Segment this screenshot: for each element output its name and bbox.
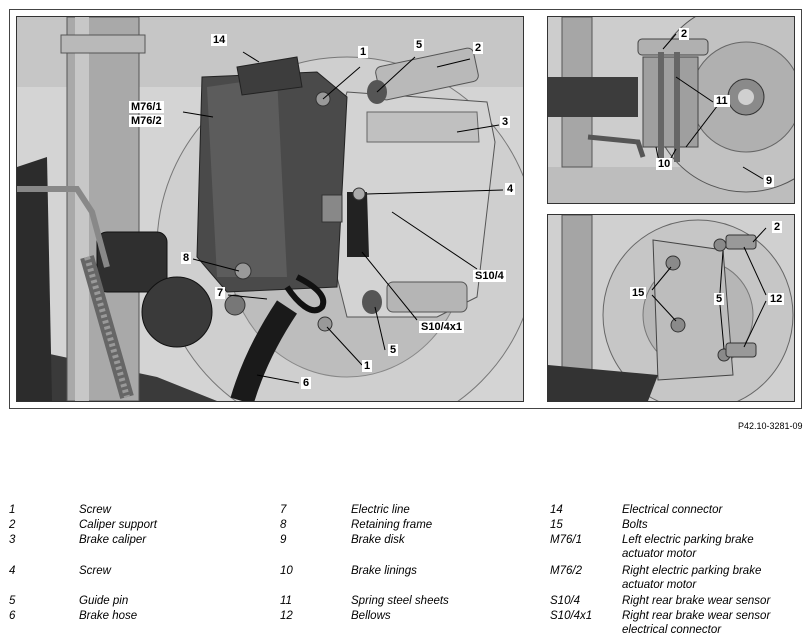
- legend-label: Screw: [79, 504, 111, 516]
- callout-br-15: 15: [630, 287, 647, 299]
- legend-code: 8: [280, 519, 287, 531]
- callout-main-14: 14: [211, 34, 228, 46]
- legend-label: Right rear brake wear sensor: [622, 595, 771, 607]
- legend-code: S10/4: [550, 595, 581, 607]
- legend-label: Bolts: [622, 519, 648, 531]
- legend-code: 5: [9, 595, 16, 607]
- legend-entry: 3 Brake caliper: [9, 533, 269, 563]
- legend-code: 7: [280, 504, 287, 516]
- legend-column-1: 1 Screw 2 Caliper support 3 Brake calipe…: [9, 503, 269, 633]
- legend-code: M76/2: [550, 565, 582, 577]
- figure-reference: P42.10-3281-09: [738, 421, 803, 431]
- legend-entry: 7 Electric line: [280, 503, 540, 533]
- callout-main-1-top: 1: [358, 46, 369, 58]
- legend-label: Electrical connector: [622, 504, 723, 516]
- legend-label: Brake disk: [351, 534, 405, 546]
- legend-entry: 8 Retaining frame: [280, 518, 540, 548]
- top-right-illustration: [548, 17, 794, 203]
- legend-label: Brake caliper: [79, 534, 147, 546]
- legend-entry: 11 Spring steel sheets: [280, 594, 540, 624]
- legend-label: Brake linings: [351, 565, 417, 577]
- legend-entry: 9 Brake disk: [280, 533, 540, 563]
- callout-main-s10-4x1: S10/4x1: [419, 321, 464, 333]
- callout-br-12: 12: [768, 293, 785, 305]
- legend-entry: 6 Brake hose: [9, 609, 269, 639]
- legend-label: Brake hose: [79, 610, 138, 622]
- legend-entry: 10 Brake linings: [280, 564, 540, 594]
- callout-main-s10-4: S10/4: [473, 270, 506, 282]
- main-illustration-panel: 14 1 5 2 M76/1 M76/2 3 4 S10/4 8 7 S10/4…: [16, 16, 524, 402]
- callout-main-m76-2: M76/2: [129, 115, 164, 127]
- legend-code: 6: [9, 610, 16, 622]
- legend-code: 4: [9, 565, 16, 577]
- legend-code: 3: [9, 534, 16, 546]
- legend-label: Guide pin: [79, 595, 129, 607]
- legend-code: 11: [280, 595, 292, 607]
- legend-code: M76/1: [550, 534, 582, 546]
- legend-label: Caliper support: [79, 519, 157, 531]
- legend-entry: 2 Caliper support: [9, 518, 269, 548]
- legend-column-2: 7 Electric line 8 Retaining frame 9 Brak…: [280, 503, 540, 633]
- legend-entry: M76/2 Right electric parking brake actua…: [550, 564, 810, 594]
- legend-code: 1: [9, 504, 16, 516]
- callout-br-2: 2: [772, 221, 783, 233]
- legend-label: Retaining frame: [351, 519, 433, 531]
- legend-label: Bellows: [351, 610, 391, 622]
- callout-main-6: 6: [301, 377, 312, 389]
- legend-entry: M76/1 Left electric parking brake actuat…: [550, 533, 810, 563]
- callout-tr-11: 11: [714, 95, 730, 107]
- callout-main-1-bottom: 1: [362, 360, 373, 372]
- legend-entry: 1 Screw: [9, 503, 269, 533]
- callout-tr-10: 10: [656, 158, 673, 170]
- legend-label: Spring steel sheets: [351, 595, 449, 607]
- legend-entry: 12 Bellows: [280, 609, 540, 639]
- legend-code: 10: [280, 565, 293, 577]
- callout-main-8: 8: [181, 252, 192, 264]
- legend-code: 15: [550, 519, 563, 531]
- callout-main-m76-1: M76/1: [129, 101, 164, 113]
- legend-label: Screw: [79, 565, 111, 577]
- top-right-illustration-panel: 2 11 10 9: [547, 16, 795, 204]
- legend-entry: S10/4x1 Right rear brake wear sensor ele…: [550, 609, 810, 639]
- legend-entry: 4 Screw: [9, 564, 269, 594]
- callout-main-5-top: 5: [414, 39, 425, 51]
- legend-column-3: 14 Electrical connector 15 Bolts M76/1 L…: [550, 503, 808, 639]
- legend-code: 9: [280, 534, 287, 546]
- legend-entry: 14 Electrical connector: [550, 503, 810, 533]
- bottom-right-illustration: [548, 215, 794, 401]
- callout-main-3: 3: [500, 116, 511, 128]
- legend-entry: 15 Bolts: [550, 518, 810, 548]
- legend-label: Electric line: [351, 504, 410, 516]
- callout-main-7: 7: [215, 287, 226, 299]
- callout-tr-2: 2: [679, 28, 690, 40]
- legend-code: 14: [550, 504, 563, 516]
- legend-code: 2: [9, 519, 16, 531]
- legend-entry: 5 Guide pin: [9, 594, 269, 624]
- legend-label: Left electric parking brake actuator mot…: [622, 534, 754, 560]
- legend-code: 12: [280, 610, 293, 622]
- callout-main-5-bottom: 5: [388, 344, 399, 356]
- callout-main-2: 2: [473, 42, 484, 54]
- legend-entry: S10/4 Right rear brake wear sensor: [550, 594, 810, 624]
- callout-br-5: 5: [714, 293, 725, 305]
- figure-frame: [9, 9, 802, 409]
- bottom-right-illustration-panel: 2 15 5 12: [547, 214, 795, 402]
- main-illustration: [17, 17, 523, 401]
- legend-label: Right rear brake wear sensor electrical …: [622, 610, 771, 636]
- legend-label: Right electric parking brake actuator mo…: [622, 565, 762, 591]
- callout-main-4: 4: [505, 183, 516, 195]
- callout-tr-9: 9: [764, 175, 775, 187]
- legend-code: S10/4x1: [550, 610, 593, 622]
